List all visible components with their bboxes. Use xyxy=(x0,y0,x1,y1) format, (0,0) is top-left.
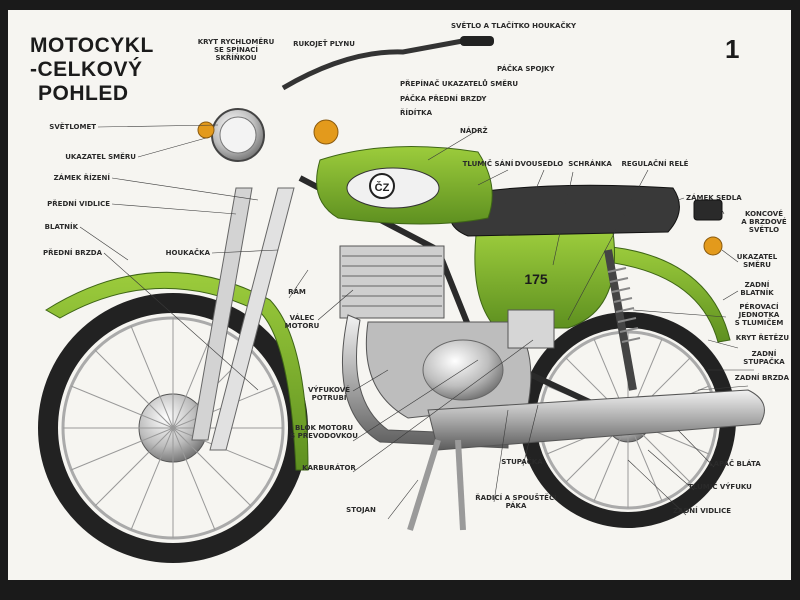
label-rukojet-plynu: RUKOJEŤ PLYNU xyxy=(293,40,355,48)
front-fender xyxy=(45,271,309,471)
poster: 175 ČZ xyxy=(8,10,791,580)
label-prepinac-ukazatelu: PŘEPÍNAČ UKAZATELŮ SMĚRU xyxy=(400,80,519,88)
label-dvousedlo: DVOUSEDLO xyxy=(514,160,564,168)
engine-cylinder xyxy=(339,245,445,319)
label-houkacka: HOUKAČKA xyxy=(165,249,210,257)
label-packa-predni-brzdy: PÁČKA PŘEDNÍ BRZDY xyxy=(400,95,487,103)
label-ram: RÁM xyxy=(288,288,306,296)
label-tlumic-vyfuku: TLUMIČ VÝFUKU xyxy=(688,483,752,491)
label-zamek-rizeni: ZÁMEK ŘÍZENÍ xyxy=(53,174,110,182)
poster-title-line1: MOTOCYKL xyxy=(30,34,154,57)
label-packa-spojky: PÁČKA SPOJKY xyxy=(497,65,555,73)
tank-logo: ČZ xyxy=(375,181,390,194)
stand xyxy=(407,439,466,531)
label-regulacni-rele: REGULAČNÍ RELÉ xyxy=(621,160,689,168)
label-tlumic-sani: TLUMIČ SÁNÍ xyxy=(462,160,514,168)
label-blatnik: BLATNÍK xyxy=(44,223,78,231)
muffler xyxy=(427,389,765,451)
front-indicator xyxy=(313,119,339,145)
label-karburator: KARBURÁTOR xyxy=(302,464,356,472)
tail-light xyxy=(693,199,723,221)
poster-title-line3: POHLED xyxy=(38,82,129,105)
front-wheel xyxy=(38,293,308,563)
rear-indicator xyxy=(703,236,723,256)
label-lapac-blata: LAPAČ BLÁTA xyxy=(709,460,761,468)
label-predni-vidlice: PŘEDNÍ VIDLICE xyxy=(47,200,110,208)
label-kryt-retezu: KRYT ŘETĚZU xyxy=(735,334,789,342)
label-zadni-brzda: ZADNÍ BRZDA xyxy=(734,374,789,382)
label-svetlomet: SVĚTLOMET xyxy=(49,123,96,131)
label-stupacka: STUPAČKA xyxy=(501,458,543,466)
leader-lines xyxy=(79,124,754,520)
motorcycle-illustration: 175 ČZ xyxy=(38,36,765,563)
label-ukazatel-smeru-predni: UKAZATEL SMĚRU xyxy=(65,153,136,161)
label-riditka: ŘÍDÍTKA xyxy=(400,109,433,117)
rear-shock xyxy=(604,249,641,391)
label-zamek-sedla: ZÁMEK SEDLA xyxy=(686,194,742,202)
badge-175: 175 xyxy=(524,271,548,287)
label-zadni-vidlice: ZADNÍ VIDLICE xyxy=(672,507,732,515)
label-schranka: SCHRÁNKA xyxy=(568,160,612,168)
label-stojan: STOJAN xyxy=(346,506,376,514)
poster-title-line2: -CELKOVÝ xyxy=(30,58,143,81)
label-predni-brzda: PŘEDNÍ BRZDA xyxy=(42,249,102,257)
label-svetlo-houkacka: SVĚTLO A TLAČÍTKO HOUKAČKY xyxy=(451,22,577,30)
label-nadrz: NÁDRŽ xyxy=(460,127,488,135)
carburetor xyxy=(507,309,555,349)
handlebars xyxy=(281,37,469,91)
front-fork xyxy=(191,187,295,451)
plate-number: 1 xyxy=(725,34,740,64)
